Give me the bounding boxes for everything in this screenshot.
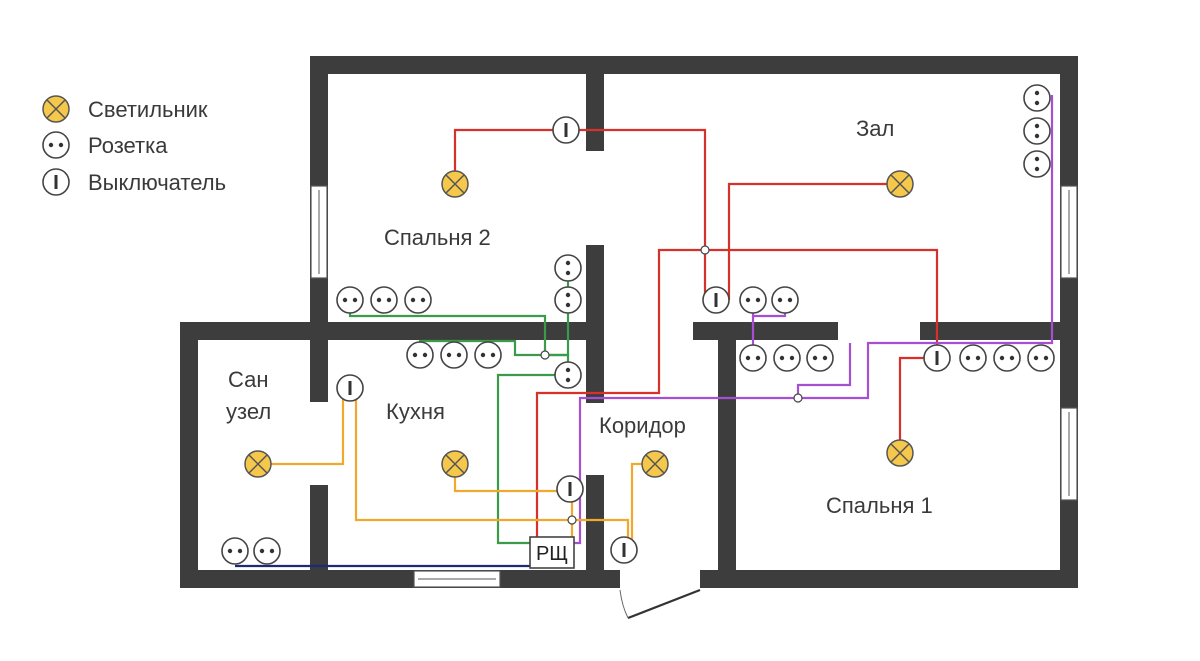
socket-icon: [336, 286, 364, 314]
socket-icon: [993, 344, 1021, 372]
legend-item-socket: Розетка: [42, 131, 168, 159]
switch-icon: [923, 344, 951, 372]
room-label-hall: Зал: [856, 116, 894, 141]
socket-icon: [1023, 150, 1051, 178]
socket-icon: [554, 361, 582, 389]
sockets-vertical: [554, 84, 1051, 389]
lamp-icon: [244, 450, 272, 478]
socket-icon: [406, 341, 434, 369]
socket-icon: [554, 286, 582, 314]
legend-label-socket: Розетка: [88, 133, 168, 158]
switch-icon: [610, 536, 638, 564]
switch-icon: [556, 475, 584, 503]
switch-icon: [552, 116, 580, 144]
socket-icon: [959, 344, 987, 372]
socket-icon: [1023, 84, 1051, 112]
lamp-icon: [641, 450, 669, 478]
socket-icon: [1027, 344, 1055, 372]
socket-icon: [253, 537, 281, 565]
legend-label-switch: Выключатель: [88, 170, 226, 195]
socket-icon: [474, 341, 502, 369]
distribution-panel: РЩ: [529, 536, 575, 569]
socket-icon: [42, 131, 70, 159]
sockets-horizontal: [221, 286, 1055, 565]
lamp-icon: [886, 439, 914, 467]
socket-icon: [554, 254, 582, 282]
walls: [180, 56, 1078, 588]
socket-icon: [1023, 117, 1051, 145]
room-label-bedroom2: Спальня 2: [384, 225, 491, 250]
room-label-bedroom1: Спальня 1: [826, 493, 933, 518]
socket-icon: [440, 341, 468, 369]
wire-purple: [560, 95, 1054, 545]
windows: [310, 185, 1078, 588]
lamp-icon: [886, 170, 914, 198]
legend: Светильник Розетка Выключатель: [42, 95, 226, 196]
panel-label: РЩ: [536, 543, 568, 565]
switch-icon: [42, 168, 70, 196]
socket-icon: [221, 537, 249, 565]
legend-label-lamp: Светильник: [88, 97, 208, 122]
switch-icon: [702, 286, 730, 314]
socket-icon: [370, 286, 398, 314]
room-label-bathroom-line2: узел: [226, 399, 271, 424]
lamps: [244, 170, 914, 478]
switches: [336, 116, 951, 564]
entrance-door: [619, 588, 701, 620]
socket-icon: [404, 286, 432, 314]
socket-icon: [771, 286, 799, 314]
switch-icon: [336, 374, 364, 402]
room-label-corridor: Коридор: [599, 413, 686, 438]
room-label-kitchen: Кухня: [386, 399, 445, 424]
socket-icon: [806, 344, 834, 372]
room-labels: Спальня 2 Зал Сан узел Кухня Коридор Спа…: [226, 116, 933, 518]
legend-item-switch: Выключатель: [42, 168, 226, 196]
legend-item-lamp: Светильник: [42, 95, 208, 123]
socket-icon: [739, 344, 767, 372]
socket-icon: [739, 286, 767, 314]
socket-icon: [773, 344, 801, 372]
lamp-icon: [441, 450, 469, 478]
lamp-icon: [42, 95, 70, 123]
room-label-bathroom-line1: Сан: [228, 367, 269, 392]
lamp-icon: [441, 170, 469, 198]
wire-crossings: [540, 245, 803, 525]
